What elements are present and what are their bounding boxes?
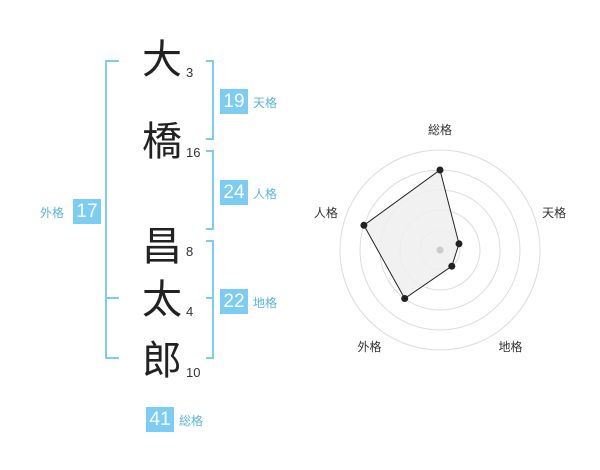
tenkaku-label: 天格 (253, 96, 278, 110)
name-char-4: 太 (142, 277, 182, 323)
name-char-2: 橋 (142, 119, 182, 165)
radar-center-dot (436, 246, 444, 254)
chikaku-label: 地格 (253, 296, 278, 310)
gaikaku-value: 17 (73, 199, 101, 224)
radar-point-3 (448, 262, 456, 270)
radar-point-4 (401, 295, 409, 302)
radar-axis-label-5: 人格 (314, 205, 338, 220)
stroke-count-5: 10 (186, 365, 201, 380)
radar-ring-5 (339, 149, 541, 351)
name-char-1: 大 (142, 37, 182, 83)
radar-point-2 (455, 240, 463, 248)
name-char-5: 郎 (142, 338, 182, 384)
radar-axis-label-3: 地格 (498, 339, 522, 354)
radar-area (363, 169, 460, 300)
gaikaku-label: 外格 (40, 206, 65, 220)
name-char-3: 昌 (142, 224, 182, 270)
tenkaku-value: 19 (220, 89, 248, 114)
seimei-diagram: 大 橋 昌 太 郎 3 16 8 4 10 19 天格 24 人格 22 地格 … (40, 37, 278, 432)
stroke-count-2: 16 (186, 145, 201, 160)
radar-point-1 (436, 166, 444, 174)
radar-axis-label-4: 外格 (357, 339, 381, 354)
soukaku-label: 総格 (179, 414, 204, 428)
soukaku-value: 41 (146, 407, 174, 432)
chikaku-value: 22 (220, 289, 248, 314)
stroke-count-4: 4 (186, 304, 194, 319)
jinkaku-value: 24 (220, 180, 248, 205)
radar-point-5 (360, 221, 368, 229)
stroke-count-1: 3 (186, 65, 194, 80)
radar-axis-label-2: 天格 (542, 205, 566, 220)
stroke-count-3: 8 (186, 244, 194, 259)
radar-axis-label-1: 総格 (428, 122, 452, 137)
jinkaku-label: 人格 (253, 187, 278, 201)
